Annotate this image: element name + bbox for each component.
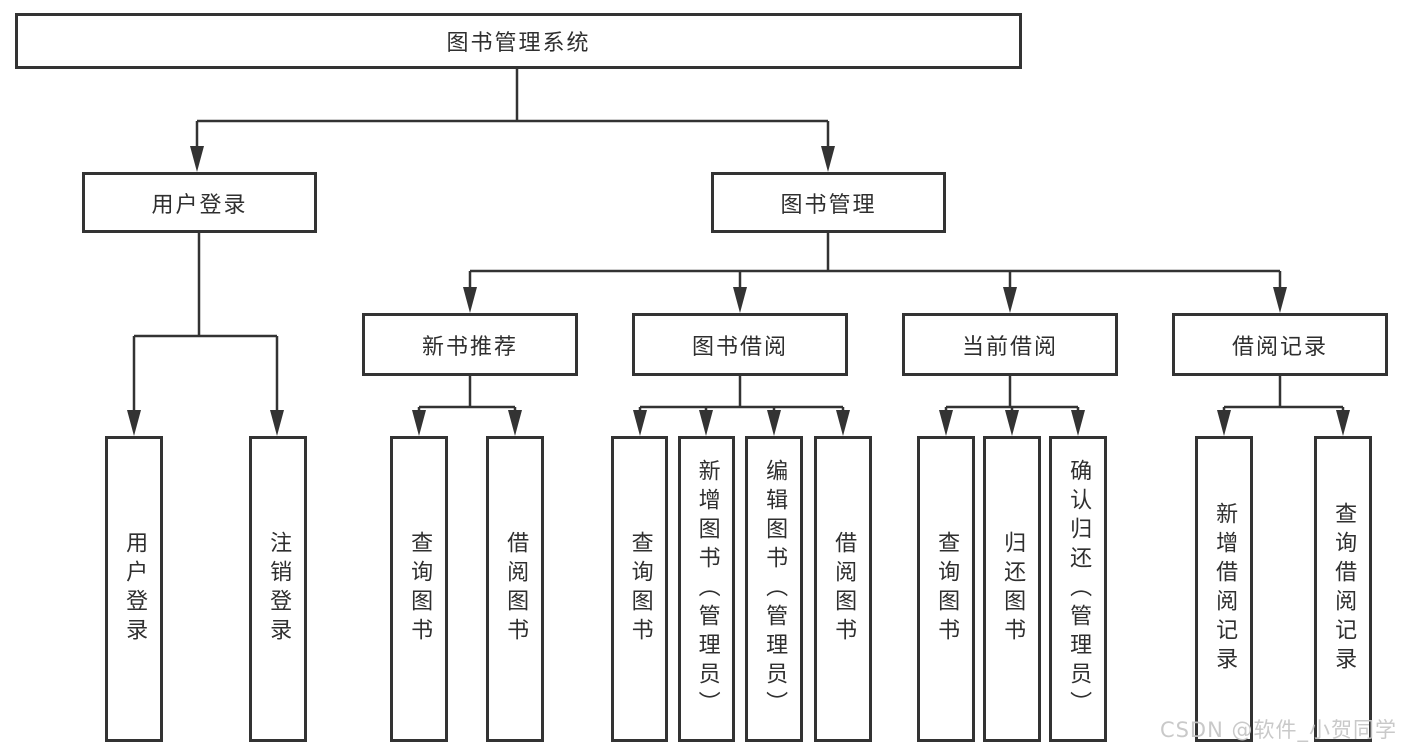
leaf-confirm-return-admin: 确认归还（管理员） [1049,436,1107,742]
leaf-query-book-2: 查询图书 [611,436,668,742]
node-label: 确认归还（管理员） [1066,458,1092,720]
node-label: 查询图书 [934,531,960,647]
leaf-query-book-3: 查询图书 [917,436,975,742]
leaf-add-book-admin: 新增图书（管理员） [678,436,735,742]
node-label: 查询图书 [407,531,433,647]
leaf-edit-book-admin: 编辑图书（管理员） [745,436,803,742]
node-label: 新增借阅记录 [1212,502,1238,676]
leaf-query-book-1: 查询图书 [390,436,448,742]
leaf-add-borrow-record: 新增借阅记录 [1195,436,1253,742]
node-label: 查询借阅记录 [1331,502,1357,676]
node-label: 用户登录 [122,531,148,647]
node-label: 当前借阅 [961,334,1058,360]
arrowheads [127,146,1350,436]
node-borrow-record: 借阅记录 [1172,313,1388,376]
node-user-login: 用户登录 [82,172,317,233]
node-label: 新书推荐 [421,334,518,360]
node-book-borrow: 图书借阅 [632,313,848,376]
node-label: 用户登录 [151,192,248,218]
node-label: 归还图书 [1000,531,1026,647]
node-root-library-system: 图书管理系统 [15,13,1022,69]
node-book-management: 图书管理 [711,172,946,233]
node-label: 查询图书 [627,531,653,647]
leaf-borrow-book-1: 借阅图书 [486,436,544,742]
leaf-query-borrow-record: 查询借阅记录 [1314,436,1372,742]
leaf-logout: 注销登录 [249,436,307,742]
node-current-borrow: 当前借阅 [902,313,1118,376]
node-label: 编辑图书（管理员） [762,458,788,720]
node-label: 借阅图书 [503,531,529,647]
node-label: 新增图书（管理员） [694,458,720,720]
leaf-return-book: 归还图书 [983,436,1041,742]
node-label: 注销登录 [266,531,292,647]
csdn-watermark: CSDN @软件_小贺同学 [1159,718,1397,742]
node-label: 借阅图书 [831,531,857,647]
leaf-borrow-book-2: 借阅图书 [814,436,872,742]
node-label: 图书管理 [780,192,877,218]
node-label: 图书管理系统 [446,31,591,56]
node-new-book-recommend: 新书推荐 [362,313,578,376]
leaf-user-login: 用户登录 [105,436,163,742]
node-label: 图书借阅 [691,334,788,360]
node-label: 借阅记录 [1231,334,1328,360]
